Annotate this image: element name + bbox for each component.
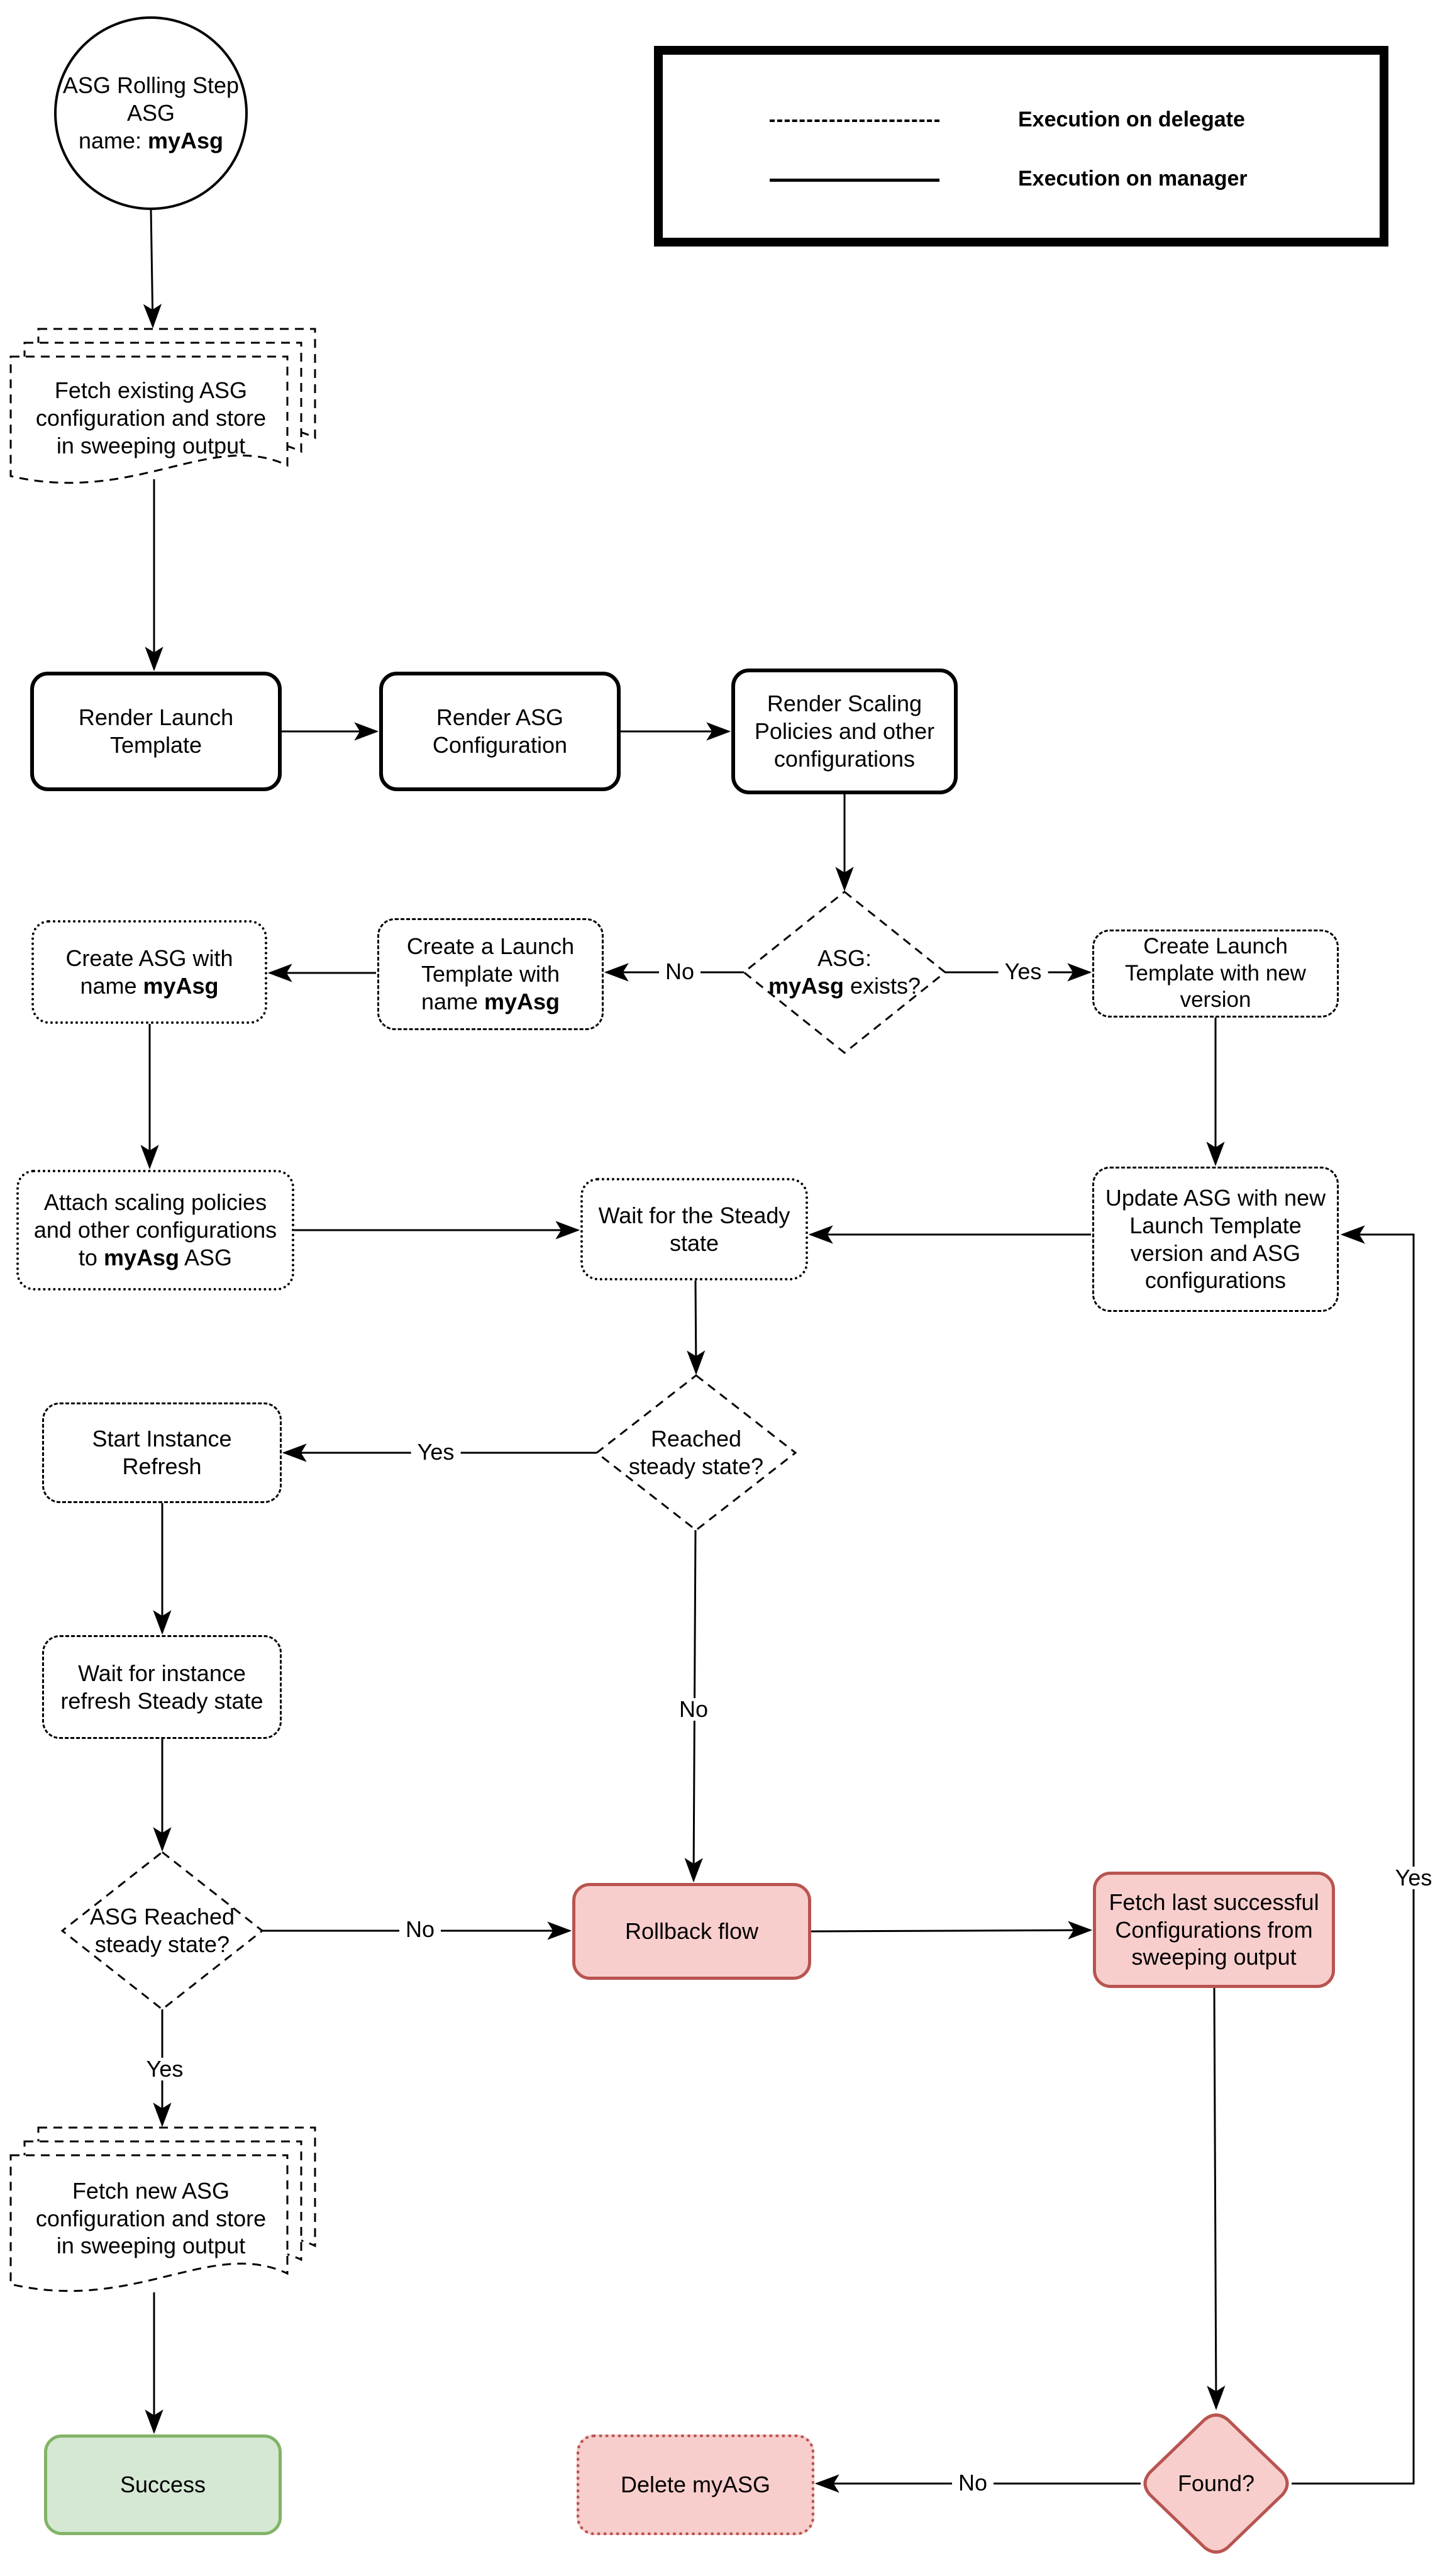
edge-start-to-fetch-existing [143, 208, 162, 329]
delete-myasg-node: Delete myASG [577, 2434, 814, 2535]
wait-instance-refresh-node: Wait for instance refresh Steady state [42, 1635, 282, 1739]
update-asg-node: Update ASG with new Launch Template vers… [1092, 1167, 1339, 1312]
asg-reached-steady-decision-label: ASG Reached steady state? [89, 1904, 235, 1957]
edge-label-found-no: No [951, 2472, 994, 2494]
edge-label-reached-no: No [672, 1698, 715, 1721]
edge-label-reached-yes: Yes [411, 1441, 461, 1463]
wait-steady-state-node: Wait for the Steady state [580, 1178, 808, 1280]
edge-label-asg-reached-yes: Yes [140, 2058, 190, 2080]
edge-label-exists-no: No [658, 960, 701, 983]
legend-dashed-line-sample [770, 119, 939, 122]
reached-steady-diamond-shape [595, 1374, 797, 1531]
reached-steady-decision-label: Reached steady state? [628, 1426, 764, 1479]
create-launch-template-new-version-node: Create Launch Template with new version [1092, 930, 1339, 1018]
start-instance-refresh-node: Start Instance Refresh [42, 1402, 282, 1503]
edge-fetch-last-to-found [1207, 1987, 1226, 2411]
success-node: Success [44, 2434, 282, 2535]
asg-reached-steady-diamond-shape [60, 1851, 264, 2011]
found-decision-label: Found? [1177, 2470, 1255, 2497]
flow-connectors [140, 208, 1415, 2493]
edge-wait-steady-to-reached [687, 1280, 706, 1375]
legend-label-delegate: Execution on delegate [1018, 108, 1245, 131]
edge-label-exists-yes: Yes [998, 960, 1048, 983]
asg-exists-decision-label: ASG:myAsg exists? [768, 945, 921, 999]
render-asg-configuration-node: Render ASG Configuration [379, 672, 621, 791]
found-diamond-shape [1143, 2413, 1289, 2554]
fetch-existing-document-shape [9, 328, 316, 484]
edge-found-yes-loop [1292, 1225, 1415, 2485]
render-launch-template-node: Render Launch Template [30, 672, 282, 791]
fetch-existing-node-label: Fetch existing ASG configuration and sto… [35, 377, 267, 458]
edge-label-found-yes: Yes [1388, 1867, 1439, 1889]
legend: Execution on delegate Execution on manag… [654, 46, 1388, 247]
rollback-flow-node: Rollback flow [572, 1883, 811, 1980]
fetch-last-successful-node: Fetch last successful Configurations fro… [1093, 1872, 1335, 1988]
legend-label-manager: Execution on manager [1018, 167, 1248, 191]
fetch-new-document-shape [9, 2126, 316, 2292]
legend-solid-line-sample [770, 179, 939, 182]
edge-label-asg-reached-no: No [399, 1918, 441, 1941]
render-scaling-policies-node: Render Scaling Policies and other config… [731, 669, 958, 794]
asg-exists-diamond-shape [742, 891, 947, 1054]
edge-rollback-to-fetch-last [811, 1921, 1093, 1940]
fetch-new-node-label: Fetch new ASG configuration and store in… [35, 2177, 267, 2259]
